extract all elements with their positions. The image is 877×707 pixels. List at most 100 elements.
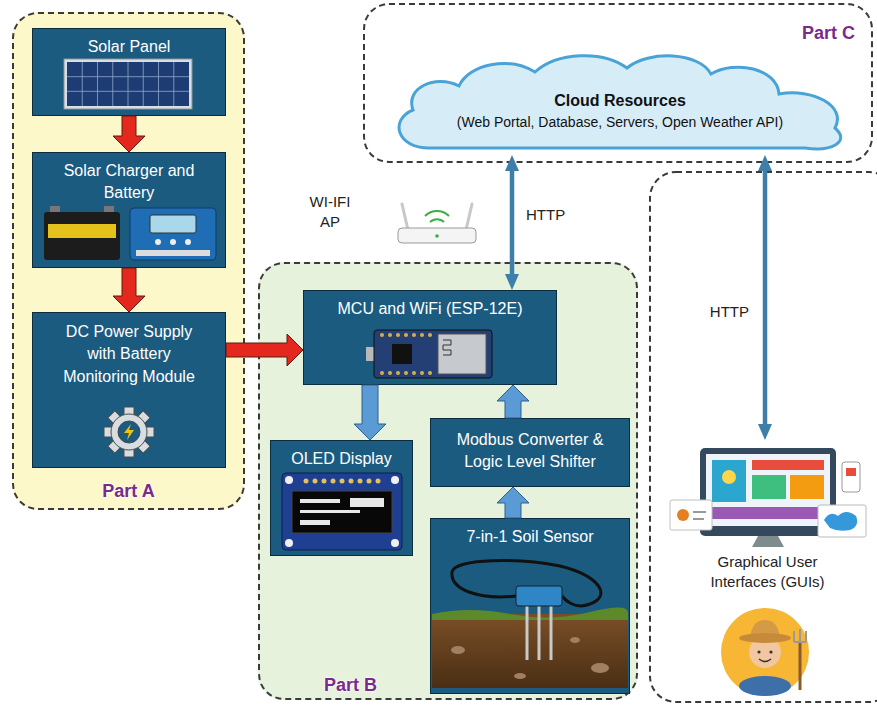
soil-sensor-picture-part — [516, 586, 562, 606]
block-arrow — [354, 385, 386, 440]
power-gear-icon-part-part — [137, 411, 150, 424]
power-gear-icon-part-part — [145, 427, 154, 437]
block-arrow — [113, 116, 145, 152]
wifi-router-picture-part — [466, 204, 472, 230]
battery-picture — [44, 206, 120, 260]
esp12e-board-picture-part-part — [412, 371, 416, 375]
protocol-label: HTTP — [708, 302, 751, 322]
charge-controller-picture-part — [136, 250, 210, 256]
oled-module-picture-part-part — [376, 479, 381, 484]
oled-module-picture-part — [300, 520, 330, 525]
part-region: Part A Solar PanelSolar Charger and Batte… — [12, 12, 245, 510]
block-arrow — [113, 268, 145, 312]
http-link — [510, 165, 515, 280]
gui-illustration-part — [824, 512, 857, 531]
component-title: OLED Display — [277, 448, 406, 470]
wifi-router-picture-part — [402, 204, 408, 230]
gui-caption: Graphical User Interfaces (GUIs) — [693, 552, 843, 593]
oled-module-picture — [282, 473, 402, 550]
esp12e-board-picture-part-part — [420, 333, 424, 337]
component-title: 7-in-1 Soil Sensor — [437, 526, 623, 548]
wifi-router-picture — [398, 204, 476, 243]
esp12e-board-picture-part-part — [428, 333, 432, 337]
oled-module-picture-part — [391, 539, 399, 547]
power-gear-icon — [104, 407, 154, 457]
edge-label-holder: HTTP — [524, 205, 567, 225]
part-region: Part C Cloud Resources(Web Portal, Databa… — [363, 3, 873, 163]
gui-illustration-part — [670, 500, 712, 530]
farmer-avatar-part — [757, 650, 760, 653]
part-region: Part B MCU and WiFi (ESP-12E) OLED Display… — [258, 262, 638, 700]
soil-sensor-picture-part — [514, 673, 526, 679]
soil-sensor-picture-part — [432, 607, 628, 620]
part-label: Part B — [324, 675, 377, 696]
power-gear-icon-part-part — [108, 440, 121, 453]
component-box: OLED Display — [270, 440, 413, 556]
soil-sensor-picture-part — [526, 604, 529, 660]
esp12e-board-picture-part-part — [420, 371, 424, 375]
gui-illustration-part — [752, 475, 786, 499]
part-label: Part C — [802, 23, 855, 44]
gui-illustration-part — [706, 454, 830, 526]
protocol-label: HTTP — [524, 205, 567, 225]
power-gear-icon-part-part — [104, 427, 113, 437]
oled-module-picture-part-part — [358, 479, 363, 484]
esp12e-board-picture-part-part — [388, 333, 392, 337]
oled-module-picture-part — [304, 479, 381, 484]
soil-sensor-picture-part — [451, 646, 465, 654]
battery-picture-part — [104, 206, 114, 213]
battery-picture-part — [44, 212, 120, 260]
cloud-shape: Cloud Resources(Web Portal, Database, Se… — [385, 50, 855, 155]
edge-label-holder: HTTP — [708, 302, 751, 322]
component-box: MCU and WiFi (ESP-12E) — [303, 290, 557, 385]
oled-module-picture-part-part — [313, 479, 318, 484]
oled-module-picture-part-part — [349, 479, 354, 484]
oled-module-picture-part — [292, 491, 392, 533]
cloud-title: Cloud Resources — [385, 90, 855, 112]
oled-module-picture-part — [350, 498, 384, 507]
farmer-avatar-part — [799, 642, 802, 690]
farmer-avatar-part — [750, 620, 780, 638]
farmer-avatar-part — [721, 608, 809, 696]
wifi-router-picture-part — [398, 228, 476, 243]
component-box: DC Power Supply with Battery Monitoring … — [32, 312, 226, 468]
charge-controller-picture-part — [155, 239, 161, 245]
esp12e-board-picture-part-part — [396, 333, 400, 337]
esp12e-board-picture-part-part — [380, 333, 384, 337]
part-label: Part A — [102, 481, 154, 502]
wifi-router-picture-part — [430, 219, 444, 222]
component-box: Solar Charger and Battery — [32, 152, 226, 268]
oled-module-picture-part — [300, 510, 360, 513]
oled-module-picture-part — [285, 539, 293, 547]
solar-panel-picture-part — [67, 62, 189, 106]
power-gear-icon-part-part — [137, 440, 150, 453]
wifi-router-picture-part — [425, 211, 449, 216]
power-gear-icon-part — [104, 407, 154, 457]
block-arrow — [226, 334, 303, 366]
oled-module-picture-part-part — [331, 479, 336, 484]
component-title: Modbus Converter & Logic Level Shifter — [449, 429, 611, 474]
solar-panel-picture-part — [64, 59, 192, 109]
component-title: DC Power Supply with Battery Monitoring … — [51, 321, 207, 388]
gui-group: Graphical User Interfaces (GUIs) — [665, 440, 870, 700]
esp12e-board-picture-part — [392, 344, 412, 364]
block-arrow — [497, 385, 529, 418]
solar-panel-picture — [64, 59, 192, 109]
soil-sensor-picture-part — [538, 604, 541, 660]
wifi-router-picture-part — [435, 234, 439, 238]
component-box: 7-in-1 Soil Sensor — [430, 518, 630, 694]
charge-controller-picture-part — [185, 239, 191, 245]
oled-module-picture-part — [300, 499, 340, 503]
access-point-label: WI-IFI AP — [300, 192, 360, 231]
power-gear-icon-part-part — [124, 407, 134, 416]
gui-illustration-part — [790, 475, 824, 499]
battery-picture-part — [48, 224, 116, 238]
component-title: Solar Panel — [39, 36, 219, 58]
soil-sensor-picture — [432, 561, 628, 688]
oled-module-picture-part — [285, 476, 293, 484]
charge-controller-picture — [130, 208, 216, 260]
power-gear-icon-part-part — [108, 411, 121, 424]
charge-controller-picture-part — [170, 239, 176, 245]
gui-illustration-part — [846, 468, 856, 476]
esp12e-board-picture-part-part — [388, 371, 392, 375]
